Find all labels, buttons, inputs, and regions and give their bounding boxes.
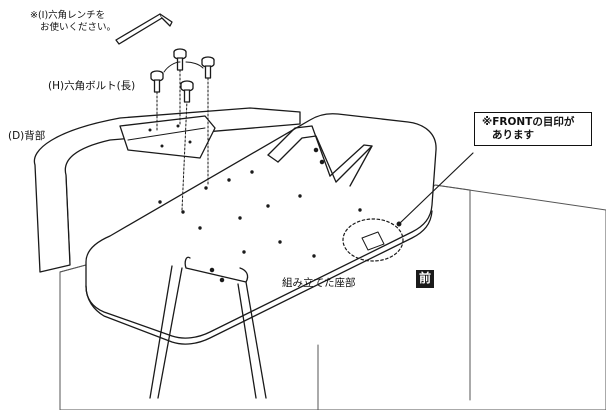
assembled-seat-label: 組み立てた座部	[282, 277, 356, 289]
hex-wrench	[115, 13, 173, 45]
bolt-3	[201, 56, 215, 79]
wrench-note-line-2: お使いください。	[40, 22, 117, 33]
bolt-1	[150, 70, 164, 93]
backrest-label: (D)背部	[8, 130, 46, 142]
bolt-label: (H)六角ボルト(長)	[48, 80, 136, 92]
bolt-2	[173, 48, 187, 71]
wrench-note: ※(I)六角レンチを お使いください。	[30, 10, 116, 34]
seat-bracket	[119, 115, 216, 159]
front-badge: 前	[416, 270, 434, 288]
front-marker-circle	[342, 152, 474, 262]
rear-handle	[267, 125, 373, 187]
wrench-note-line-1: ※(I)六角レンチを	[30, 10, 106, 21]
front-mark-line-2: あります	[492, 129, 534, 141]
hex-bolts	[150, 48, 215, 103]
front-handle	[149, 256, 267, 399]
front-mark-line-1: ※FRONTの目印が	[482, 116, 575, 128]
mounting-holes	[148, 124, 362, 258]
front-mark-callout: ※FRONTの目印が あります	[474, 112, 592, 146]
bolt-4	[180, 80, 194, 103]
backrest-panel	[33, 107, 301, 273]
